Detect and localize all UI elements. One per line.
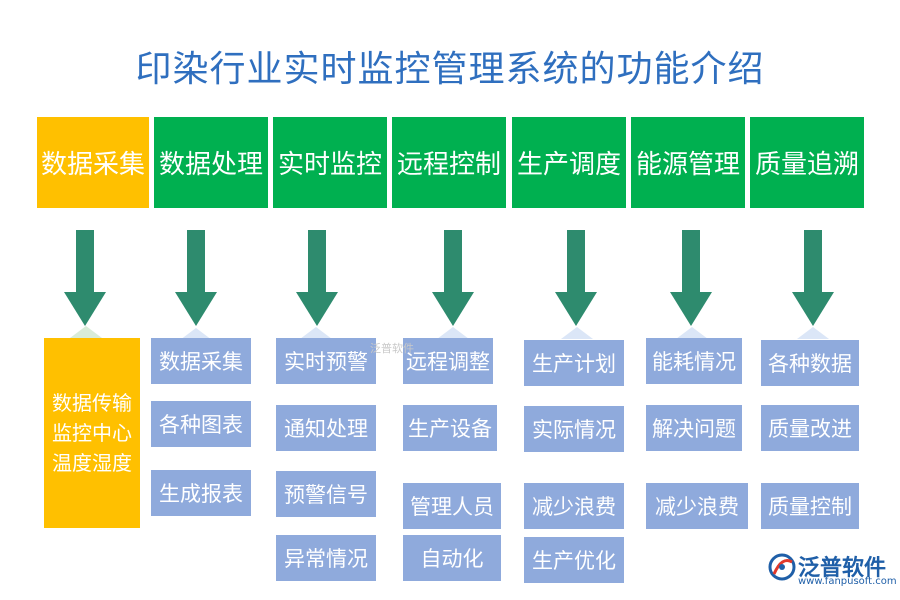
item-box: 生产计划 [524, 340, 624, 386]
item-box: 异常情况 [276, 535, 376, 581]
item-box: 质量改进 [761, 405, 859, 451]
item-box: 数据采集 [151, 338, 251, 384]
watermark: 泛普软件 [370, 342, 414, 355]
header-data-processing: 数据处理 [154, 117, 268, 208]
down-arrow-icon [432, 230, 474, 326]
header-quality-tracing: 质量追溯 [750, 117, 864, 208]
item-box: 各种数据 [761, 340, 859, 386]
item-box: 实际情况 [524, 406, 624, 452]
data-collection-detail-box: 数据传输 监控中心 温度湿度 [44, 338, 140, 528]
item-box: 通知处理 [276, 405, 376, 451]
down-arrow-icon [670, 230, 712, 326]
down-arrow-icon [555, 230, 597, 326]
pointer-triangle [561, 327, 593, 339]
logo-url: www.fanpusoft.com [798, 576, 897, 587]
down-arrow-icon [792, 230, 834, 326]
item-box: 管理人员 [403, 483, 501, 529]
item-box: 自动化 [403, 535, 501, 581]
header-remote-control: 远程控制 [392, 117, 506, 208]
item-box: 实时预警 [276, 338, 376, 384]
pointer-triangle [70, 326, 102, 338]
item-box: 生成报表 [151, 470, 251, 516]
item-box: 能耗情况 [646, 338, 742, 384]
header-production-scheduling: 生产调度 [512, 117, 626, 208]
logo-name: 泛普软件 [798, 556, 887, 581]
pointer-triangle [676, 327, 708, 339]
detail-line: 温度湿度 [52, 451, 132, 475]
down-arrow-icon [64, 230, 106, 326]
item-box: 预警信号 [276, 471, 376, 517]
header-realtime-monitoring: 实时监控 [273, 117, 387, 208]
item-box: 生产设备 [403, 405, 497, 451]
item-box: 生产优化 [524, 537, 624, 583]
pointer-triangle [300, 327, 332, 339]
page-title: 印染行业实时监控管理系统的功能介绍 [135, 49, 765, 90]
detail-line: 监控中心 [52, 421, 132, 445]
header-energy-management: 能源管理 [631, 117, 745, 208]
down-arrow-icon [296, 230, 338, 326]
item-box: 解决问题 [646, 405, 742, 451]
down-arrow-icon [175, 230, 217, 326]
detail-line: 数据传输 [52, 391, 132, 415]
brand-logo: 泛普软件 www.fanpusoft.com [768, 548, 897, 592]
fanpu-logo-icon [768, 553, 796, 581]
item-box: 减少浪费 [524, 483, 624, 529]
pointer-triangle [180, 328, 212, 340]
header-data-collection: 数据采集 [37, 117, 149, 208]
item-box: 减少浪费 [646, 483, 748, 529]
item-box: 远程调整 [403, 338, 493, 384]
item-box: 质量控制 [761, 483, 859, 529]
pointer-triangle [797, 327, 829, 339]
item-box: 各种图表 [151, 401, 251, 447]
pointer-triangle [437, 327, 469, 339]
